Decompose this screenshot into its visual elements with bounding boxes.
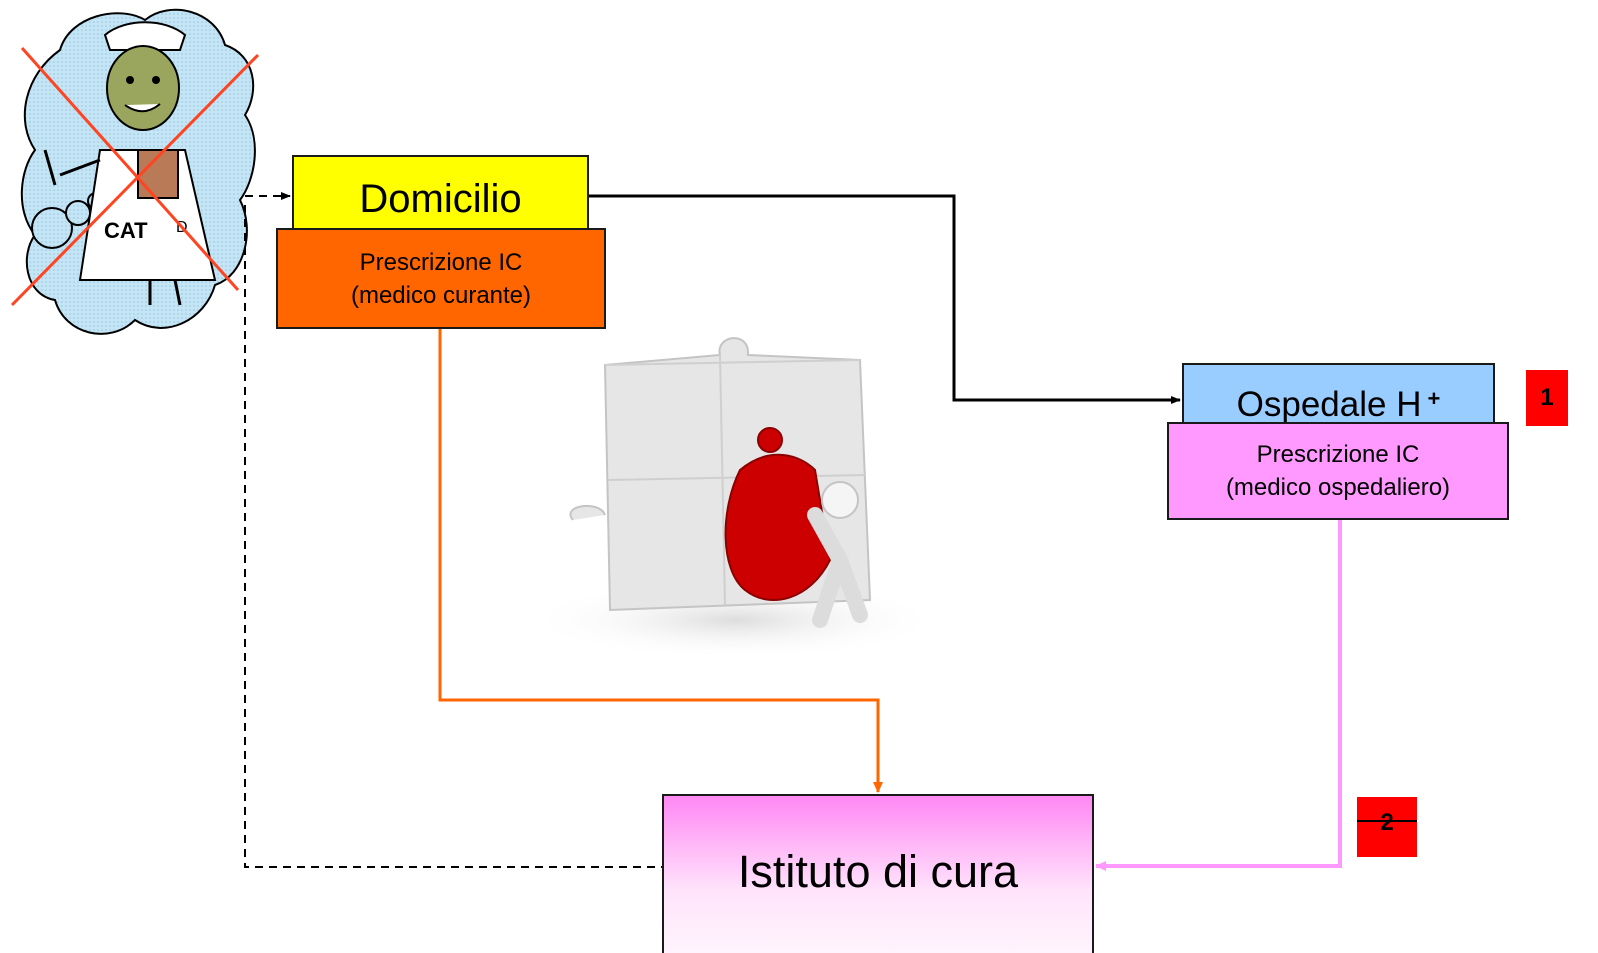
badge-2: 2: [1357, 797, 1417, 857]
ospedale-prescription-line2: (medico ospedaliero): [1225, 474, 1451, 501]
ospedale-superscript: +: [1427, 386, 1441, 411]
istituto-box: Istituto di cura: [662, 794, 1094, 953]
flow-ospedaliero-istituto: [1095, 520, 1342, 871]
badge-1: 1: [1526, 370, 1568, 426]
domicilio-title: Domicilio: [359, 177, 522, 221]
puzzle-icon: [525, 337, 945, 660]
domicilio-prescription-line1: Prescrizione IC: [359, 248, 523, 276]
nurse-cloud-icon: CAT D: [20, 8, 256, 335]
badge-1-label: 1: [1540, 384, 1554, 411]
cross-icon: [10, 47, 260, 307]
ospedale-title: Ospedale H: [1236, 385, 1422, 424]
cat-label: CAT: [104, 218, 148, 243]
domicilio-box: Domicilio: [292, 155, 589, 237]
badge-2-label: 2: [1380, 809, 1394, 836]
istituto-title: Istituto di cura: [737, 846, 1019, 897]
flow-curante-istituto: [438, 329, 883, 793]
domicilio-prescription-line2: (medico curante): [350, 281, 532, 309]
domicilio-prescription-box: Prescrizione IC (medico curante): [276, 228, 606, 329]
flow-cat-istituto: [244, 205, 662, 868]
ospedale-prescription-line1: Prescrizione IC: [1256, 441, 1420, 468]
flow-domicilio-ospedale: [589, 194, 1181, 404]
ospedale-prescription-box: Prescrizione IC (medico ospedaliero): [1167, 422, 1509, 520]
